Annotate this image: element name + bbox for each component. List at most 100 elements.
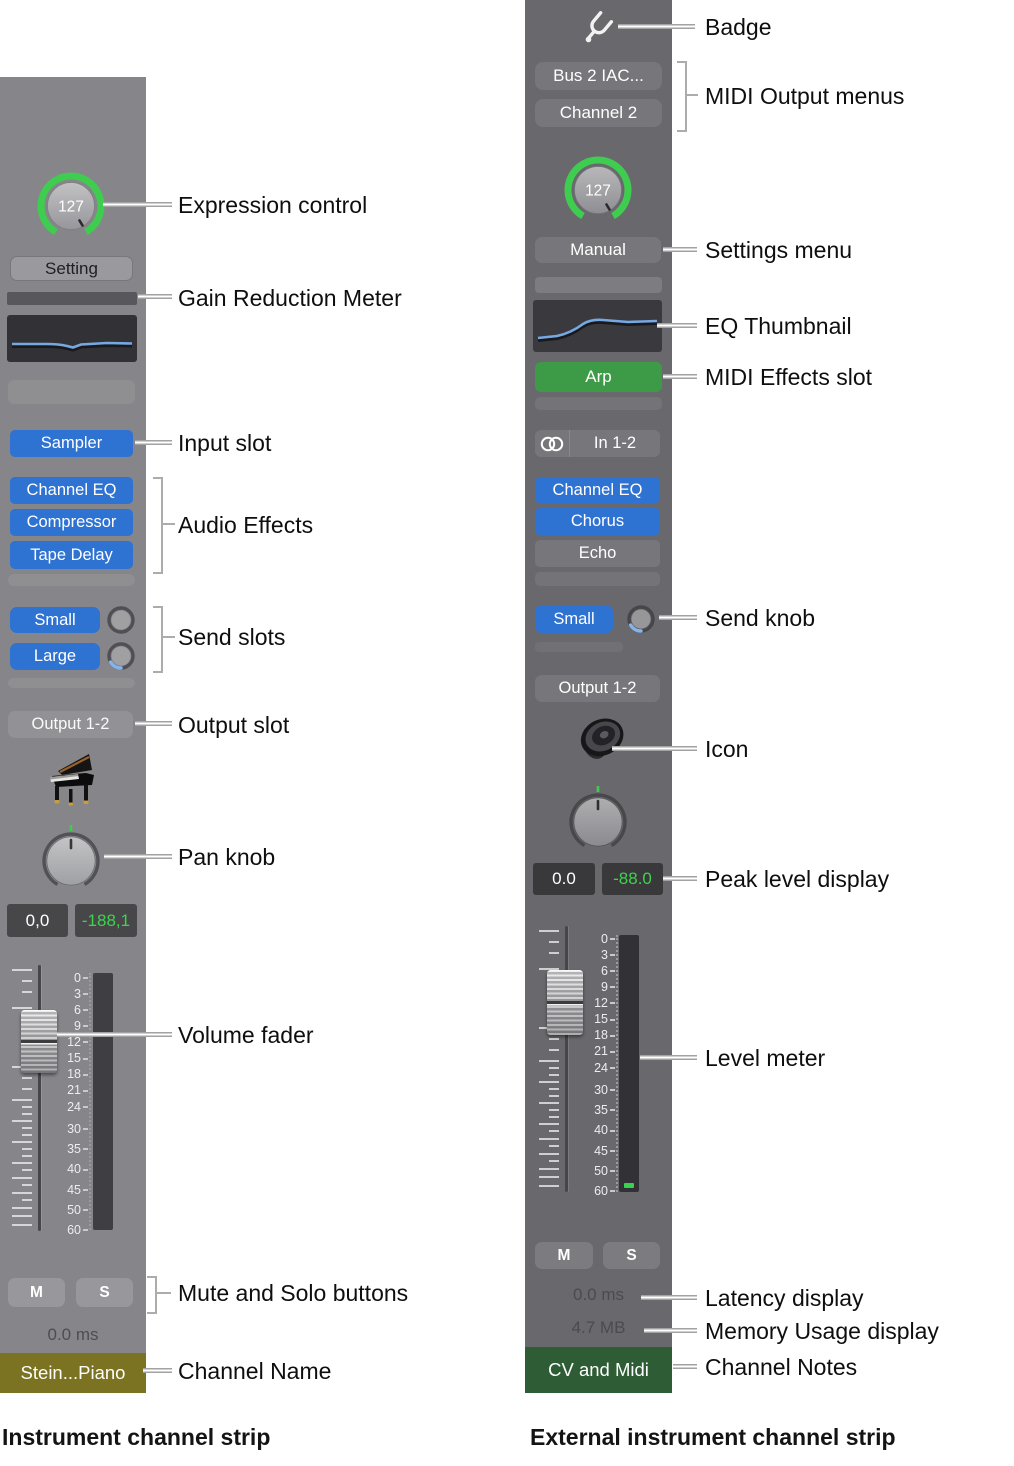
channel-notes[interactable]: CV and Midi xyxy=(525,1347,672,1393)
empty-effect-slot[interactable] xyxy=(535,572,660,586)
audio-effect-slot-bypassed[interactable]: Echo xyxy=(535,540,660,567)
send-slot[interactable]: Small xyxy=(535,605,613,633)
annotation-line xyxy=(156,1292,171,1294)
send-slot[interactable]: Small xyxy=(10,607,100,633)
annotation-expression-control: Expression control xyxy=(178,192,368,218)
send-knob[interactable] xyxy=(105,640,137,672)
annotation-peak-level-display: Peak level display xyxy=(705,866,890,892)
annotation-send-slots: Send slots xyxy=(178,624,286,650)
solo-button[interactable]: S xyxy=(603,1242,660,1269)
expression-control-knob[interactable]: 127 xyxy=(35,170,107,242)
expression-value: 127 xyxy=(58,199,84,216)
pan-value-display[interactable]: 0.0 xyxy=(533,863,595,895)
empty-effect-slot[interactable] xyxy=(8,574,135,586)
annotation-line xyxy=(135,440,172,445)
annotation-line xyxy=(657,323,697,328)
send-knob[interactable] xyxy=(105,604,137,636)
annotation-midi-output-menus: MIDI Output menus xyxy=(705,83,905,109)
memory-usage-display: 4.7 MB xyxy=(571,1318,626,1337)
eq-thumbnail[interactable] xyxy=(533,300,662,352)
latency-display: 0.0 ms xyxy=(47,1325,99,1344)
settings-menu-button[interactable]: Setting xyxy=(10,256,133,281)
pan-value-display[interactable]: 0,0 xyxy=(7,904,68,937)
empty-send-slot[interactable] xyxy=(8,678,135,688)
annotation-line xyxy=(641,1295,697,1300)
midi-effects-slot[interactable]: Arp xyxy=(535,362,662,392)
annotation-line xyxy=(659,615,697,620)
speaker-icon[interactable] xyxy=(567,708,631,772)
volume-fader[interactable] xyxy=(21,1010,57,1073)
empty-send-slot[interactable] xyxy=(535,642,623,652)
annotation-line xyxy=(612,746,697,751)
eq-curve xyxy=(537,318,658,342)
empty-midi-effect-slot[interactable] xyxy=(535,397,662,410)
caption-external-instrument-channel-strip: External instrument channel strip xyxy=(530,1424,896,1450)
annotation-line xyxy=(618,24,695,29)
midi-output-channel-menu[interactable]: Channel 2 xyxy=(535,99,662,127)
meter-minor-ticks xyxy=(616,935,618,1192)
midi-output-device-menu[interactable]: Bus 2 IAC... xyxy=(535,62,662,90)
mute-button[interactable]: M xyxy=(535,1242,593,1269)
annotation-line xyxy=(663,247,697,252)
audio-effect-slot[interactable]: Tape Delay xyxy=(10,541,133,569)
output-slot[interactable]: Output 1-2 xyxy=(8,711,133,738)
annotation-line xyxy=(644,1328,697,1333)
annotation-memory-usage-display: Memory Usage display xyxy=(705,1318,939,1344)
annotation-line xyxy=(57,1032,172,1037)
output-slot[interactable]: Output 1-2 xyxy=(535,675,660,702)
annotation-send-knob: Send knob xyxy=(705,605,815,631)
mute-button[interactable]: M xyxy=(8,1278,65,1307)
instrument-channel-strip: 127 Setting Sampler Channel EQ Compresso… xyxy=(0,77,146,1393)
level-meter-green-segment xyxy=(624,1183,634,1188)
settings-menu-button[interactable]: Manual xyxy=(535,237,661,263)
annotation-line xyxy=(104,854,172,859)
audio-effect-slot[interactable]: Chorus xyxy=(535,508,660,535)
annotation-line xyxy=(162,636,175,638)
annotation-eq-thumbnail: EQ Thumbnail xyxy=(705,313,852,339)
channel-name[interactable]: Stein...Piano xyxy=(0,1353,146,1393)
annotation-line xyxy=(686,94,698,96)
expression-control-knob[interactable]: 127 xyxy=(562,154,634,226)
pan-knob[interactable] xyxy=(565,782,631,852)
eq-thumbnail[interactable] xyxy=(7,315,137,362)
volume-fader[interactable] xyxy=(547,970,583,1035)
annotation-midi-effects-slot: MIDI Effects slot xyxy=(705,364,873,390)
level-meter xyxy=(93,973,113,1230)
send-knob[interactable] xyxy=(625,603,657,635)
annotation-latency-display: Latency display xyxy=(705,1285,864,1311)
tuning-fork-badge-icon xyxy=(585,11,614,43)
pan-knob[interactable] xyxy=(38,821,104,891)
annotation-line xyxy=(135,721,172,726)
grand-piano-icon[interactable] xyxy=(42,749,100,809)
solo-button[interactable]: S xyxy=(76,1278,133,1307)
annotation-bracket xyxy=(153,606,163,673)
annotation-line xyxy=(138,294,172,299)
annotation-settings-menu: Settings menu xyxy=(705,237,853,263)
input-slot[interactable]: In 1-2 xyxy=(535,430,660,457)
annotation-level-meter: Level meter xyxy=(705,1045,826,1071)
caption-instrument-channel-strip: Instrument channel strip xyxy=(2,1424,271,1450)
peak-level-display[interactable]: -88.0 xyxy=(602,863,663,895)
eq-curve xyxy=(12,341,133,352)
audio-effect-slot[interactable]: Channel EQ xyxy=(535,477,660,503)
annotation-badge: Badge xyxy=(705,14,772,40)
stereo-format-icon[interactable] xyxy=(535,430,570,457)
annotation-line xyxy=(162,523,175,525)
audio-effect-slot[interactable]: Channel EQ xyxy=(10,477,133,504)
annotation-pan-knob: Pan knob xyxy=(178,844,276,870)
level-meter xyxy=(619,935,639,1192)
peak-level-display[interactable]: -188,1 xyxy=(75,904,137,937)
external-instrument-channel-strip: Bus 2 IAC... Channel 2 127 Manual Arp xyxy=(525,0,672,1393)
annotation-mute-solo: Mute and Solo buttons xyxy=(178,1280,409,1306)
send-slot[interactable]: Large xyxy=(10,643,100,670)
annotation-gain-reduction-meter: Gain Reduction Meter xyxy=(178,285,402,311)
input-slot[interactable]: Sampler xyxy=(10,430,133,457)
empty-plugin-slot[interactable] xyxy=(8,380,135,404)
annotation-volume-fader: Volume fader xyxy=(178,1022,314,1048)
gain-reduction-meter xyxy=(535,277,662,293)
meter-minor-ticks xyxy=(89,973,91,1230)
annotation-output-slot: Output slot xyxy=(178,712,290,738)
audio-effect-slot[interactable]: Compressor xyxy=(10,509,133,536)
